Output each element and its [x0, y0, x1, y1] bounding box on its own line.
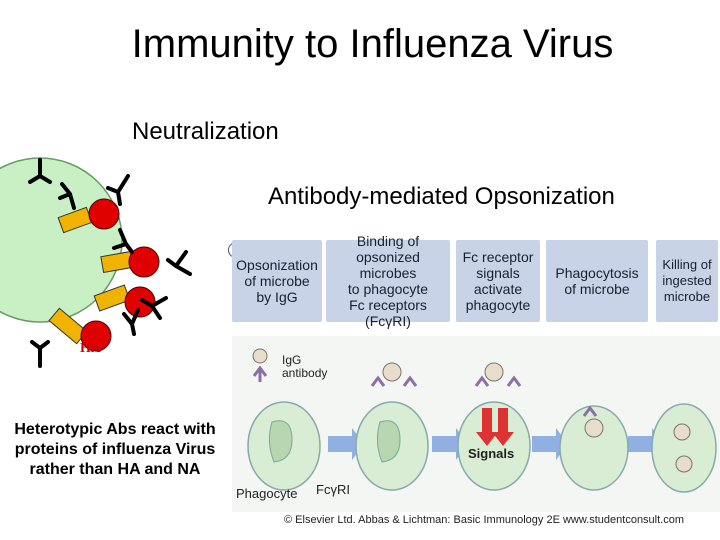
neutralization-label: Neutralization [132, 118, 279, 145]
microbe [252, 348, 693, 473]
cells-illustration: IgG antibody Phagocyte FcγRI Signals [232, 336, 720, 512]
fc-receptor-label: FcγRI [316, 482, 350, 497]
influenza-virus-diagram: HA [0, 157, 192, 368]
copyright-text: © Elsevier Ltd. Abbas & Lichtman: Basic … [284, 514, 685, 526]
antibody-icon [28, 158, 192, 368]
step-box: Binding of opsonized microbes to phagocy… [326, 233, 450, 329]
antigen-ball [128, 246, 160, 278]
signals-label: Signals [468, 446, 515, 461]
phagocyte-label: Phagocyte [236, 486, 298, 501]
antigen-ball [88, 198, 120, 230]
heterotypic-note: Heterotypic Abs react with proteins of i… [14, 421, 216, 478]
antigen-ball [80, 320, 112, 352]
step-label: Fc receptor signals activate phagocyte [462, 249, 534, 313]
ha-label: HA [80, 341, 102, 356]
step-label: Opsonization of microbe by IgG [236, 257, 318, 305]
igg-icon [252, 365, 598, 417]
step-box: Killing of ingested microbe [656, 240, 718, 322]
igg-label: IgG antibody [282, 353, 328, 380]
step-label: Binding of opsonized microbes to phagocy… [347, 233, 429, 329]
cells-drawing [247, 348, 717, 493]
step-box: Phagocytosis of microbe [546, 240, 648, 322]
step-box: Fc receptor signals activate phagocyte [456, 240, 540, 322]
step-label: Killing of ingested microbe [662, 257, 712, 304]
signal-arrow [476, 408, 514, 446]
antigen-ball [124, 286, 156, 318]
slide-title: Immunity to Influenza Virus [131, 22, 614, 66]
phagocyte-cell [247, 401, 717, 493]
step-label: Phagocytosis of microbe [555, 265, 639, 297]
ha-spike [93, 284, 131, 312]
step-box: Opsonization of microbe by IgG [232, 240, 322, 322]
opsonization-label: Antibody-mediated Opsonization [268, 183, 615, 210]
opsonization-figure: A Opsonization of microbe by IgG Binding… [226, 233, 720, 532]
nucleus [268, 420, 401, 463]
